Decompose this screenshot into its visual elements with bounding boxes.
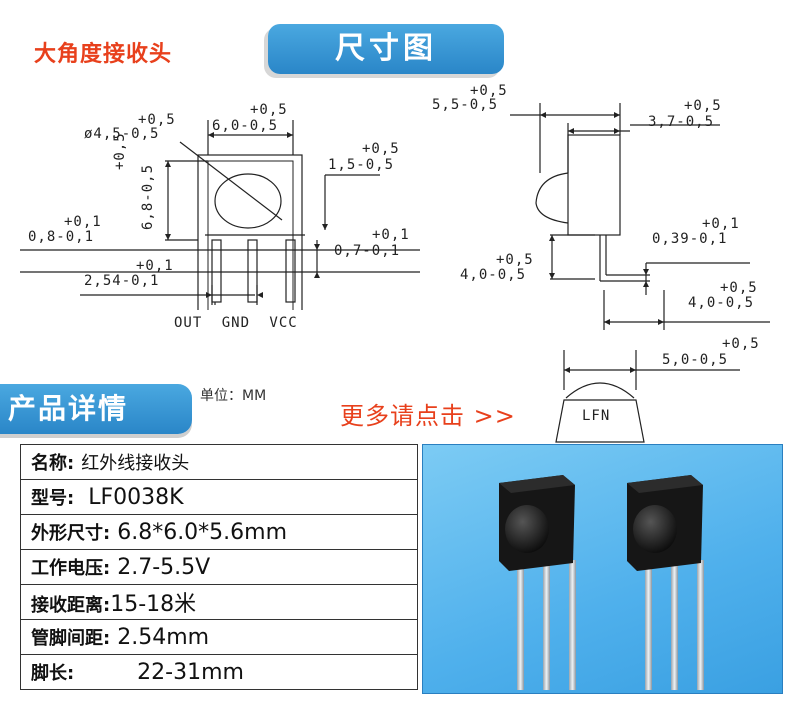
- lens-label: 3,7-0,5: [648, 114, 715, 130]
- pin-thickness-label: 0,8-0,1: [28, 229, 95, 245]
- spec-key: 外形尺寸:: [31, 523, 111, 544]
- pin-width-tolerance: +0,1: [372, 227, 410, 243]
- height-label: 6,8-0,5: [140, 163, 156, 230]
- pitch-tolerance: +0,1: [136, 258, 174, 274]
- spec-value: 2.54mm: [117, 625, 210, 650]
- dimension-banner: 尺寸图: [268, 24, 504, 74]
- side-body-outline: [567, 134, 621, 236]
- bend-height-label: 4,0-0,5: [460, 267, 527, 283]
- details-section-bar: 产品详情: [0, 384, 192, 434]
- spec-key: 脚长:: [31, 663, 75, 684]
- spec-value: 红外线接收头: [81, 453, 190, 474]
- top-view-drawing: [555, 350, 740, 443]
- spec-value: 2.7-5.5V: [117, 555, 211, 580]
- spec-row: 工作电压: 2.7-5.5V: [20, 549, 418, 585]
- receiver-right: [627, 475, 704, 690]
- bend-height-tolerance: +0,5: [496, 252, 534, 268]
- more-link[interactable]: 更多请点击 >>: [340, 402, 516, 430]
- spec-value: 15-18米: [110, 592, 197, 617]
- diameter-tolerance: +0,5: [138, 112, 176, 128]
- bend-length-label: 4,0-0,5: [688, 295, 755, 311]
- width-label: 6,0-0,5: [212, 118, 279, 134]
- pin-names: OUT GND VCC: [174, 315, 298, 331]
- depth-label: 5,5-0,5: [432, 97, 499, 113]
- side-lens-dome: [535, 172, 569, 224]
- spec-value: LF0038K: [88, 485, 184, 510]
- spec-key: 接收距离:: [31, 595, 111, 616]
- depth-tolerance: +0,5: [470, 83, 508, 99]
- product-photo-illustration: [499, 475, 704, 690]
- pin-width-label: 0,7-0,1: [334, 243, 401, 259]
- spec-row: 脚长: 22-31mm: [20, 654, 418, 690]
- pin-offset-label: 1,5-0,5: [328, 157, 395, 173]
- pin-offset-tolerance: +0,5: [362, 141, 400, 157]
- spec-row: 管脚间距: 2.54mm: [20, 619, 418, 655]
- spec-row: 名称: 红外线接收头: [20, 444, 418, 480]
- top-body-outline: [555, 399, 645, 443]
- lead-tolerance: +0,1: [702, 216, 740, 232]
- pin-thickness-tolerance: +0,1: [64, 214, 102, 230]
- marking-label: LFN: [582, 408, 611, 424]
- spec-key: 管脚间距:: [31, 628, 111, 649]
- lens-ellipse: [214, 173, 282, 229]
- spec-key: 工作电压:: [31, 558, 111, 579]
- height-tolerance: +0,5: [112, 132, 128, 170]
- receiver-left: [499, 475, 576, 690]
- product-photo: [422, 444, 783, 694]
- specs-table: 名称: 红外线接收头 型号: LF0038K 外形尺寸: 6.8*6.0*5.6…: [20, 444, 418, 690]
- top-width-label: 5,0-0,5: [662, 352, 729, 368]
- spec-row: 外形尺寸: 6.8*6.0*5.6mm: [20, 514, 418, 550]
- dimension-banner-label: 尺寸图: [335, 31, 437, 66]
- diameter-leader: [179, 141, 283, 221]
- spec-value: 6.8*6.0*5.6mm: [117, 520, 288, 545]
- front-body-inner: [207, 160, 294, 310]
- unit-label: 单位：MM: [200, 388, 267, 404]
- spec-key: 型号:: [31, 488, 75, 509]
- spec-row: 型号: LF0038K: [20, 479, 418, 515]
- details-section-title: 产品详情: [8, 392, 129, 425]
- diameter-label: ø4,5-0,5: [84, 126, 160, 142]
- product-title: 大角度接收头: [34, 42, 173, 67]
- lead-label: 0,39-0,1: [652, 231, 728, 247]
- lens-tolerance: +0,5: [684, 98, 722, 114]
- top-width-tolerance: +0,5: [722, 336, 760, 352]
- width-tolerance: +0,5: [250, 102, 288, 118]
- pitch-label: 2,54-0,1: [84, 273, 160, 289]
- side-view-drawing: [510, 103, 770, 330]
- bend-length-tolerance: +0,5: [720, 280, 758, 296]
- spec-key: 名称:: [31, 453, 75, 474]
- top-dome: [565, 382, 635, 399]
- spec-row: 接收距离:15-18米: [20, 584, 418, 620]
- front-view-drawing: [20, 120, 420, 310]
- spec-value: 22-31mm: [137, 660, 244, 685]
